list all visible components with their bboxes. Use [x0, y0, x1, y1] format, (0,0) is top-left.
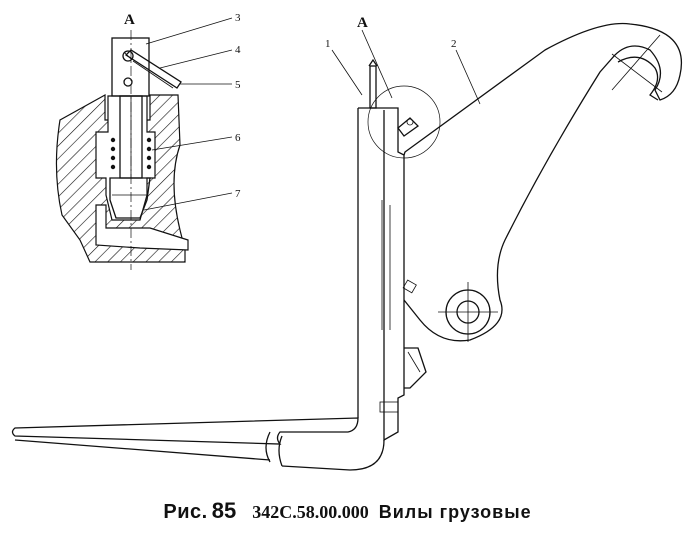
main-view-letter: A	[357, 15, 368, 31]
caption-title: Вилы грузовые	[378, 502, 532, 522]
figure-caption: Рис.85 342С.58.00.000 Вилы грузовые	[0, 498, 695, 524]
fork-blade	[11, 417, 359, 445]
handle-lever	[124, 49, 182, 89]
hook-arm	[403, 22, 682, 342]
callout-6: 6	[235, 132, 241, 144]
callout-7: 7	[235, 188, 241, 200]
latch-handle	[397, 117, 420, 137]
shank-tab	[402, 279, 417, 294]
caption-figure-word: Рис.	[163, 501, 208, 523]
callout-5: 5	[235, 79, 241, 91]
detail-view-a: A 3 4 5 6 7	[55, 12, 241, 270]
callout-1: 1	[325, 38, 331, 50]
top-pin	[369, 65, 377, 109]
fork-shank	[358, 107, 405, 442]
caption-part-code: 342С.58.00.000	[252, 502, 369, 522]
block-screw	[122, 50, 134, 62]
main-view-forks: A	[11, 15, 682, 471]
callout-3: 3	[235, 12, 241, 24]
callout-4: 4	[235, 44, 241, 56]
caption-figure-number: 85	[211, 498, 237, 523]
lower-slot	[95, 204, 189, 251]
pin-tip	[109, 177, 151, 219]
shank-plate	[379, 401, 399, 413]
bore-cavity	[95, 95, 156, 221]
detail-view-letter: A	[124, 12, 135, 28]
block-hole	[123, 77, 133, 87]
detail-circle	[367, 85, 441, 159]
lower-bracket	[404, 347, 427, 389]
callout-2: 2	[451, 38, 457, 50]
spring	[110, 137, 152, 170]
